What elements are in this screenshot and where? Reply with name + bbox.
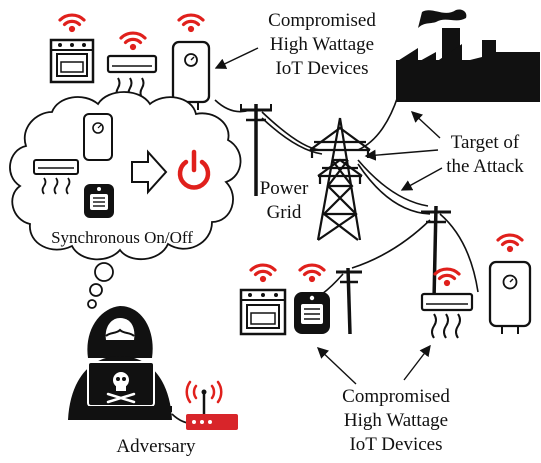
- label-target-line2: the Attack: [446, 156, 524, 177]
- utility-pole-right: [421, 205, 451, 301]
- space-heater-icon: [294, 292, 330, 334]
- label-target: Target of the Attack: [446, 132, 524, 177]
- power-icon: [177, 149, 211, 190]
- label-top-line1: Compromised: [268, 10, 376, 31]
- label-adversary: Adversary: [116, 436, 196, 457]
- oven-icon-bottom: [239, 288, 287, 336]
- cloud-devices: [33, 113, 211, 218]
- water-heater-icon-bottom: [488, 260, 532, 334]
- label-top-line2: High Wattage: [270, 34, 374, 55]
- label-power-grid: Power Grid: [260, 178, 309, 223]
- space-heater-small-icon: [84, 184, 114, 218]
- label-bottom-line3: IoT Devices: [349, 434, 442, 455]
- utility-pole-bottom: [336, 267, 362, 335]
- transmission-tower-icon: [309, 117, 371, 241]
- water-heater-icon: [171, 40, 211, 110]
- air-conditioner-icon-bottom: [420, 292, 474, 339]
- label-top-line3: IoT Devices: [275, 58, 368, 79]
- label-synchronous: Synchronous On/Off: [51, 228, 193, 247]
- water-heater-small-icon: [83, 113, 113, 161]
- factory-icon: [396, 9, 540, 102]
- label-bottom-line1: Compromised: [342, 386, 450, 407]
- top-devices: [49, 13, 211, 110]
- utility-pole-top: [240, 104, 272, 196]
- arrow-right-icon: [131, 149, 168, 195]
- label-bottom-devices: Compromised High Wattage IoT Devices: [342, 386, 450, 455]
- label-bottom-line2: High Wattage: [344, 410, 448, 431]
- hacker-icon: [68, 306, 172, 420]
- thought-cloud: [9, 91, 242, 309]
- label-power-line1: Power: [260, 178, 309, 199]
- skull-icon: [106, 372, 136, 404]
- air-conditioner-small-icon: [33, 159, 79, 195]
- label-target-line1: Target of: [451, 132, 520, 153]
- label-power-line2: Grid: [267, 202, 302, 223]
- label-top-devices: Compromised High Wattage IoT Devices: [268, 10, 376, 79]
- air-conditioner-icon: [106, 54, 158, 99]
- oven-icon: [49, 38, 95, 84]
- router-icon: [185, 380, 238, 430]
- bottom-devices: [239, 233, 532, 339]
